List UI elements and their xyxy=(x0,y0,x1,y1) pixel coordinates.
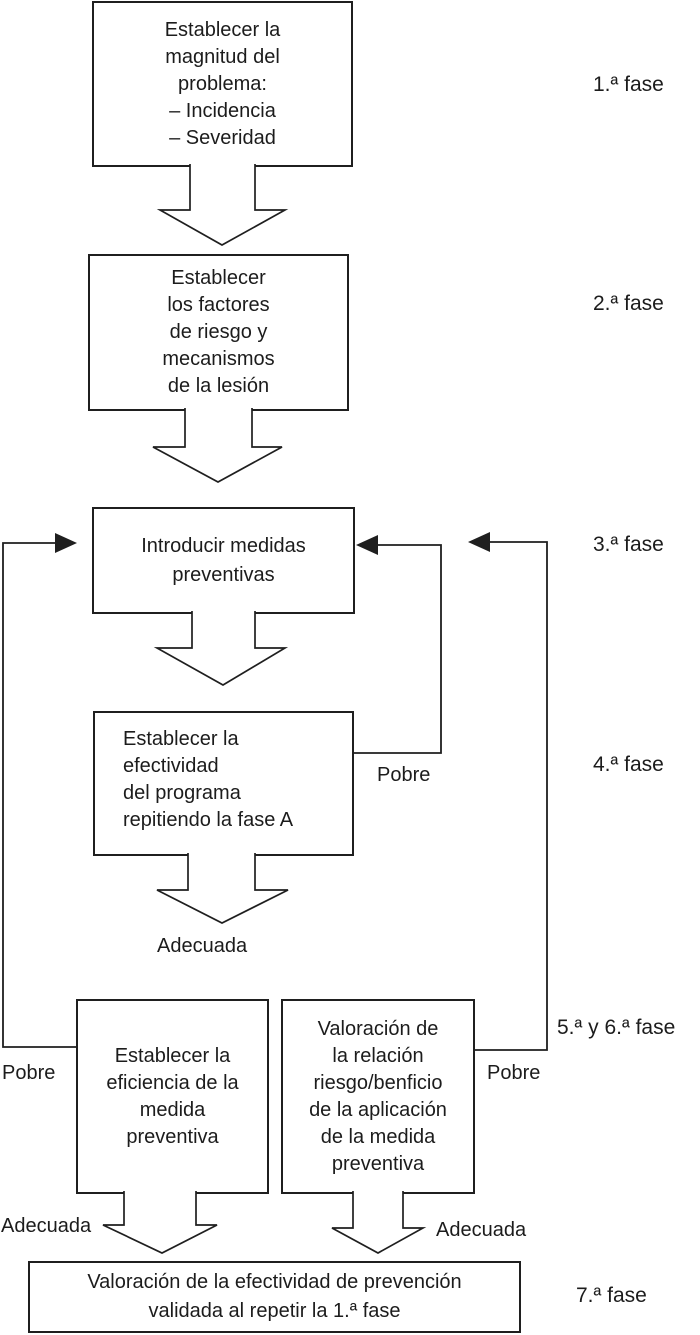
box-4-shape xyxy=(93,711,354,856)
box-line: Valoración de la efectividad de prevenci… xyxy=(87,1271,462,1293)
edge-label-pobre-left: Pobre xyxy=(2,1062,56,1084)
edge-label-adecuada-right: Adecuada xyxy=(436,1219,527,1241)
arrowhead-into-box3-right-outer xyxy=(468,532,490,552)
down-arrow-6 xyxy=(331,1191,427,1254)
box-1-magnitud: Establecer la magnitud del problema: – I… xyxy=(93,2,352,166)
down-arrow-1 xyxy=(156,164,289,246)
box-line: de la aplicación xyxy=(309,1098,447,1121)
box-line: preventivas xyxy=(172,563,275,586)
phase-label-5-6: 5.ª y 6.ª fase xyxy=(557,1016,676,1039)
edge-label-pobre-right: Pobre xyxy=(487,1062,541,1084)
down-arrow-5 xyxy=(102,1191,218,1254)
box-line: repitiendo la fase A xyxy=(123,809,294,831)
box-line: validada al repetir la 1.ª fase xyxy=(148,1300,401,1322)
box-line: mecanismos xyxy=(162,348,275,370)
box-line: de la medida xyxy=(320,1125,436,1148)
feedback-line-inner-right xyxy=(353,544,442,754)
box-line: Establecer la xyxy=(164,18,281,41)
box-line: efectividad xyxy=(123,755,219,777)
box-line: de la lesión xyxy=(167,375,270,397)
box-4-efectividad: Establecer la efectividad del programa r… xyxy=(94,712,353,855)
box-6-shape xyxy=(281,999,475,1194)
box-5-eficiencia: Establecer la eficiencia de la medida pr… xyxy=(77,1000,268,1193)
down-arrow-3 xyxy=(153,611,289,686)
box-line: del programa xyxy=(123,782,241,804)
box-line: la relación xyxy=(332,1044,424,1067)
box-line: Establecer la xyxy=(114,1044,231,1067)
box-2-shape xyxy=(88,254,349,411)
box-line: eficiencia de la xyxy=(106,1071,239,1094)
box-line: – Incidencia xyxy=(169,99,276,122)
box-line: de riesgo y xyxy=(169,321,268,343)
feedback-line-left xyxy=(2,542,77,1048)
edge-label-adecuada-top: Adecuada xyxy=(157,935,248,957)
phase-label-7: 7.ª fase xyxy=(576,1284,647,1307)
box-6-valoracion: Valoración de la relación riesgo/benfici… xyxy=(282,1000,474,1193)
edge-label-adecuada-left: Adecuada xyxy=(1,1215,92,1237)
box-line: – Severidad xyxy=(169,126,276,149)
phase-label-3: 3.ª fase xyxy=(593,533,664,556)
box-line: Establecer la xyxy=(123,728,239,750)
box-line: preventiva xyxy=(331,1152,425,1175)
box-line: Establecer xyxy=(171,267,266,289)
box-line: Introducir medidas xyxy=(141,534,306,557)
box-line: medida xyxy=(139,1098,206,1121)
feedback-line-outer-right xyxy=(474,541,548,1051)
box-3-shape xyxy=(92,507,355,614)
box-2-factores: Establecer los factores de riesgo y meca… xyxy=(89,255,348,410)
box-1-shape xyxy=(92,1,353,167)
box-line: Valoración de xyxy=(317,1017,439,1040)
box-line: los factores xyxy=(167,294,270,316)
box-7-final: Valoración de la efectividad de prevenci… xyxy=(29,1262,520,1332)
box-5-shape xyxy=(76,999,269,1194)
phase-label-1: 1.ª fase xyxy=(593,73,664,96)
box-line: magnitud del xyxy=(165,45,280,68)
box-line: riesgo/benficio xyxy=(313,1071,443,1094)
box-line: preventiva xyxy=(126,1125,219,1148)
phase-label-2: 2.ª fase xyxy=(593,292,664,315)
down-arrow-2 xyxy=(152,408,283,483)
box-3-medidas: Introducir medidas preventivas xyxy=(93,508,354,613)
box-7-shape xyxy=(28,1261,521,1333)
phase-label-4: 4.ª fase xyxy=(593,753,664,776)
box-line: problema: xyxy=(178,72,267,95)
arrowhead-into-box3-right-inner xyxy=(356,535,378,555)
down-arrow-4 xyxy=(156,853,289,924)
edge-label-pobre-mid: Pobre xyxy=(377,764,431,786)
arrowhead-into-box3-left xyxy=(55,533,77,553)
